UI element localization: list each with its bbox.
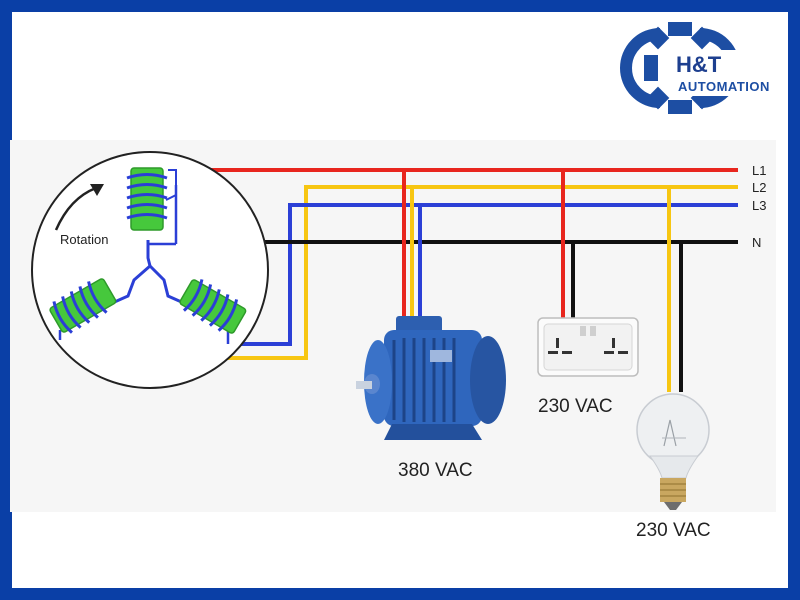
coil-left xyxy=(49,278,117,334)
generator: Rotation xyxy=(31,151,269,389)
motor-icon xyxy=(356,316,506,440)
label-l1: L1 xyxy=(752,163,766,178)
logo-text-backdrop xyxy=(672,50,784,96)
logo: H&T AUTOMATION xyxy=(620,22,784,114)
logo-name: H&T xyxy=(676,52,722,77)
label-n: N xyxy=(752,235,761,250)
socket-taps xyxy=(561,170,575,322)
coil-top xyxy=(126,167,168,231)
wire-l3 xyxy=(228,203,738,346)
lamp-voltage: 230 VAC xyxy=(636,520,711,541)
lightbulb-icon xyxy=(636,393,710,510)
label-l3: L3 xyxy=(752,198,766,213)
rotation-label: Rotation xyxy=(60,232,108,247)
label-l2: L2 xyxy=(752,180,766,195)
socket-voltage: 230 VAC xyxy=(538,396,613,417)
generator-circle xyxy=(31,151,269,389)
coil-right xyxy=(179,279,247,334)
motor-voltage: 380 VAC xyxy=(398,460,473,481)
socket-icon xyxy=(537,317,639,377)
rotation-arrow-icon xyxy=(54,184,104,231)
lamp-taps xyxy=(667,187,683,392)
motor-taps xyxy=(402,170,422,320)
logo-tagline: AUTOMATION xyxy=(678,79,770,94)
